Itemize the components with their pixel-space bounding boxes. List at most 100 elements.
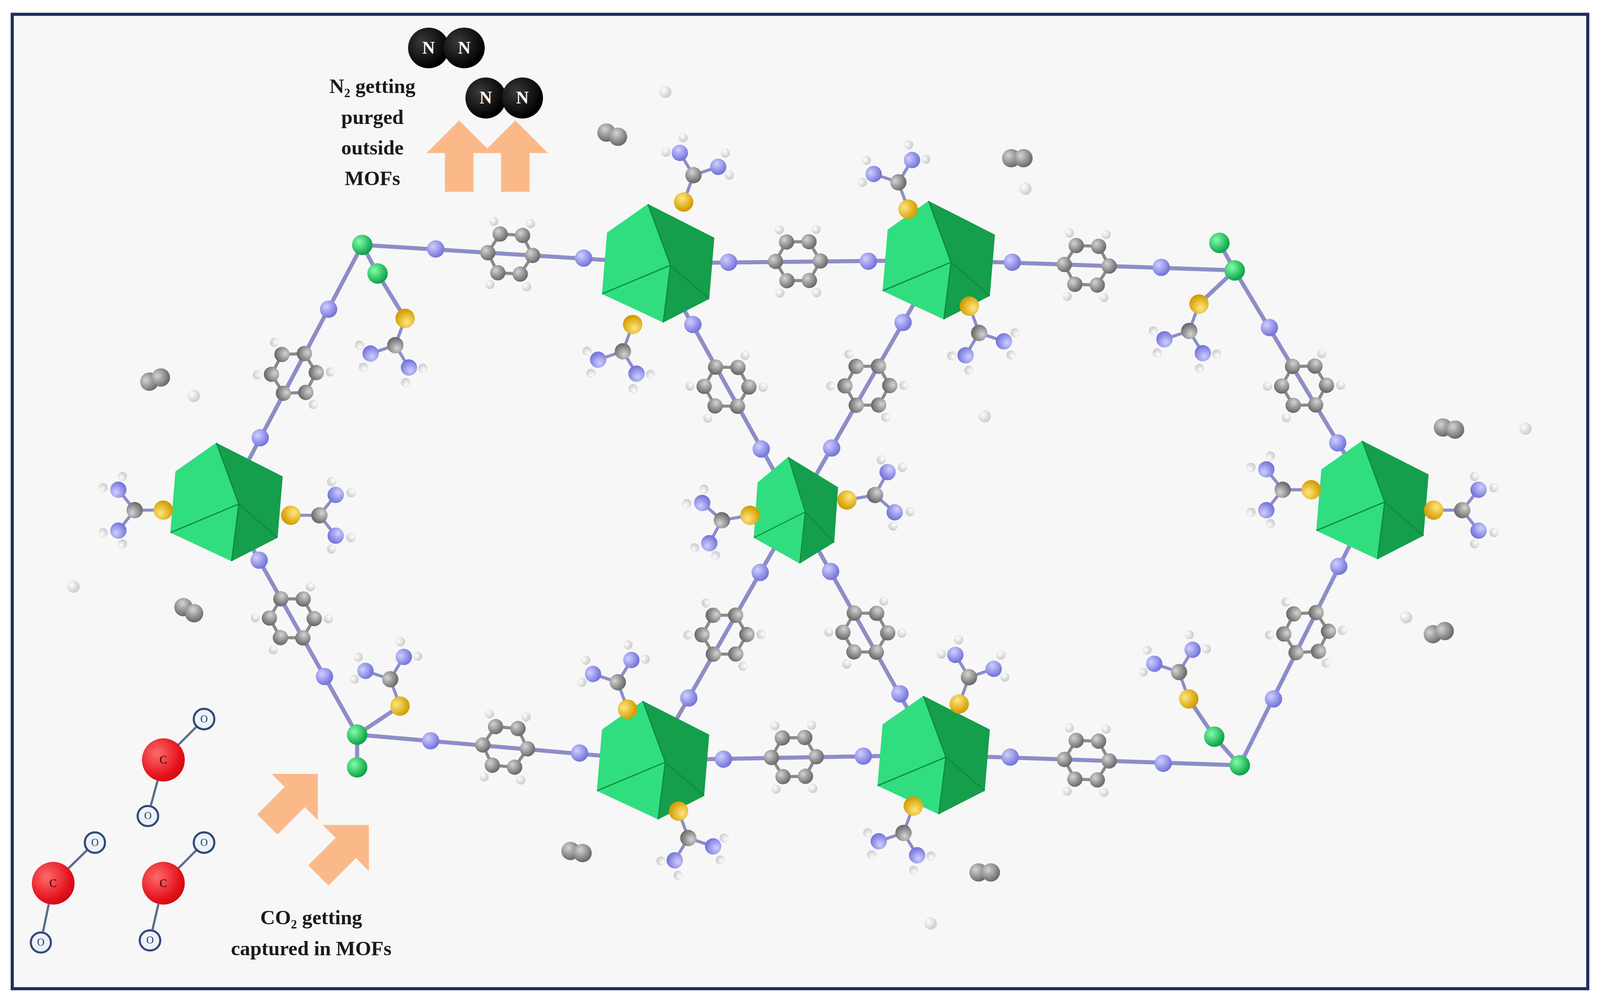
atom-symbol: C: [159, 878, 168, 890]
metal-octahedron: [753, 457, 838, 564]
thiourea-ligand: [346, 296, 445, 393]
atom-symbol: O: [144, 811, 152, 822]
nitrogen-atom: [1001, 748, 1019, 766]
metal-octahedron: [1316, 441, 1429, 560]
nitrogen-atom: [426, 240, 445, 258]
nitrogen-atom: [1330, 558, 1348, 576]
annotation-text: N₂ getting purged outside MOFs: [316, 71, 429, 194]
nitrogen-atom: [574, 249, 592, 267]
thiourea-ligand: [569, 635, 667, 732]
chlorine-atom: [1224, 260, 1246, 281]
thiourea-ligand: [1246, 451, 1321, 529]
metal-octahedron: [170, 442, 283, 562]
solvent: [67, 85, 1532, 931]
linker-nitrogens: [250, 240, 1348, 773]
solvent-molecule: [969, 863, 1001, 882]
atom-symbol: C: [49, 878, 57, 890]
hydrogen-atom: [1400, 611, 1413, 624]
nitrogen-atom: N: [501, 77, 543, 119]
pyridine-ring: [680, 342, 773, 431]
nitrogen-atom: [891, 685, 909, 703]
nitrogen-atom: [320, 300, 338, 318]
oxygen-atom: O: [29, 931, 53, 955]
thiourea-ligand: [920, 630, 1018, 727]
nitrogen-atom: [251, 429, 269, 447]
figure-frame: [12, 14, 1588, 990]
thiourea-ligand: [930, 284, 1028, 381]
pyridine-ring: [767, 224, 829, 298]
nitrogen-atom: [315, 668, 334, 686]
metal-octahedron: [877, 696, 990, 815]
thiourea-ligands: [98, 128, 1499, 886]
hydrogen-atom: [1519, 422, 1532, 435]
pyridine-ring: [821, 341, 914, 431]
solvent-molecule: [594, 121, 631, 149]
nitrogen-atom: [854, 747, 872, 766]
thiourea-ligand: [574, 302, 672, 399]
chlorine-atom: [367, 263, 388, 285]
solvent-molecule: [559, 840, 594, 864]
block-arrow: [482, 120, 548, 192]
bond-line: [43, 904, 49, 932]
metal-nodes: [170, 201, 1429, 820]
thiourea-ligand: [1140, 281, 1239, 379]
chlorine-atom: [1229, 755, 1251, 776]
pyridine-ring: [478, 216, 543, 293]
pyridine-ring: [1055, 228, 1119, 303]
atom-symbol: O: [91, 837, 99, 848]
pyridine-ring: [245, 574, 339, 663]
nitrogen-atom: [822, 439, 841, 457]
bond-line: [178, 727, 197, 745]
thiourea-ligand: [644, 128, 742, 225]
solvent-molecule: [1432, 416, 1466, 441]
solvent-molecule: [1002, 149, 1033, 168]
nitrogen-atom: [571, 744, 589, 762]
carbon-atom: C: [142, 738, 185, 782]
nitrogen-atom: [421, 732, 440, 750]
nitrogen-atom: [714, 750, 732, 768]
nitrogen-atom: [719, 253, 737, 271]
atom-symbol: N: [479, 89, 492, 107]
pyridine-ring: [678, 590, 771, 680]
linker-bonds: [226, 242, 1373, 768]
solvent-molecule: [137, 365, 173, 394]
nitrogen-atom: [1264, 690, 1283, 708]
hydrogen-atom: [67, 580, 80, 593]
carbon-atom: C: [142, 862, 185, 905]
carbon-atom: C: [31, 862, 75, 905]
solvent-molecule: [1421, 620, 1456, 646]
oxygen-atom: O: [136, 805, 160, 828]
metal-octahedron: [602, 204, 715, 323]
bond-line: [178, 850, 197, 869]
nitrogen-atom: [859, 252, 877, 270]
hydrogen-atom: [659, 85, 672, 99]
metal-octahedron: [882, 201, 996, 320]
atom-symbol: O: [200, 837, 208, 848]
hydrogen-atom: [978, 410, 991, 423]
nitrogen-atom: [679, 689, 698, 707]
bond-line: [150, 780, 158, 806]
oxygen-atom: O: [83, 831, 107, 855]
atom-symbol: O: [200, 714, 208, 725]
nitrogen-atom: [894, 313, 912, 331]
pyridine-ring: [1260, 589, 1352, 677]
metal-octahedron: [597, 701, 710, 820]
pyridine-rings: [245, 216, 1352, 798]
thiourea-ligand: [850, 135, 948, 232]
thiourea-ligand: [341, 632, 440, 729]
atom-symbol: O: [37, 937, 45, 948]
block-arrow: [244, 751, 342, 848]
atom-symbol: N: [516, 89, 529, 107]
annotation-text: CO₂ getting captured in MOFs: [224, 902, 399, 965]
nitrogen-atom: [752, 440, 770, 458]
oxygen-atom: O: [192, 831, 216, 855]
thiourea-ligand: [830, 451, 918, 540]
oxygen-atom: O: [192, 708, 216, 731]
hydrogen-atom: [924, 917, 937, 930]
pyridine-ring: [1055, 723, 1118, 798]
nitrogen-atom: [1003, 253, 1021, 271]
nitrogen-atom: [684, 315, 702, 334]
nitrogen-atom: N: [465, 77, 507, 119]
solvent-molecule: [170, 594, 207, 627]
